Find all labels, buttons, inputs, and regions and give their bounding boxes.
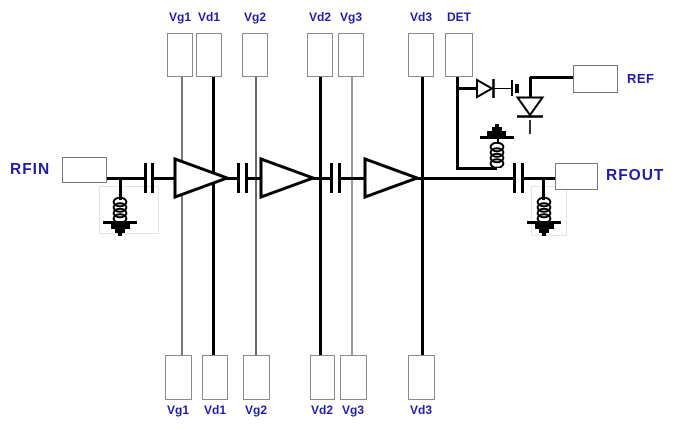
shunt-diode-ground-wire	[529, 120, 531, 134]
rfout-shunt-wire	[542, 178, 545, 200]
rfout-label: RFOUT	[606, 167, 665, 184]
shunt-diode-ground-icon	[519, 134, 541, 136]
top-pad-label-vg2: Vg2	[243, 10, 267, 24]
bottom-pad-vg3	[340, 355, 367, 400]
bottom-pad-label-vg2: Vg2	[244, 403, 268, 417]
ref-port-box	[573, 65, 618, 93]
bottom-pad-label-vd2: Vd2	[310, 403, 334, 417]
det-vertical-wire	[456, 77, 459, 169]
det-choke-ground-stub	[496, 139, 499, 144]
top-pad-vd3	[408, 33, 434, 77]
det-diode-branch-wire	[458, 86, 477, 90]
cap3-series-capacitor-icon	[330, 163, 333, 193]
ref-horizontal-wire	[530, 75, 574, 79]
bottom-pad-vd3	[408, 355, 435, 400]
rf-wire-seg6	[341, 176, 365, 180]
det-choke-ground-icon	[480, 124, 514, 139]
top-pad-label-vd1: Vd1	[197, 10, 221, 24]
det-diode-rf-ground-icon	[511, 80, 513, 96]
top-pad-label-vd2: Vd2	[308, 10, 332, 24]
cap2-series-capacitor-icon	[245, 163, 248, 193]
vg3-bias-line	[351, 77, 353, 355]
rf-wire-seg5	[312, 176, 330, 180]
cap3-series-capacitor-icon	[338, 163, 341, 193]
rf-wire-seg3	[226, 176, 237, 180]
rf-wire-seg4	[248, 176, 262, 180]
rfout-ground-icon	[527, 221, 561, 236]
bottom-pad-vg2	[243, 355, 270, 400]
rf-wire-seg8	[524, 176, 556, 180]
shunt-diode-ground-icon	[527, 141, 534, 143]
top-pad-label-vd3: Vd3	[409, 10, 433, 24]
amplifier-stage2-icon	[259, 157, 315, 199]
cap1-series-capacitor-icon	[151, 163, 154, 193]
faint-outline-input-shunt	[99, 186, 159, 234]
det-diode-rf-ground-icon	[515, 83, 519, 93]
top-pad-vd1	[196, 33, 222, 77]
rfout-shunt-inductor-icon	[536, 197, 552, 223]
vd3-bias-line	[420, 77, 424, 355]
rfout-port-box	[555, 163, 598, 190]
bottom-pad-vd1	[202, 355, 228, 400]
bottom-pad-label-vd1: Vd1	[203, 403, 227, 417]
ref-vertical-wire	[528, 77, 532, 98]
rfin-port-box	[62, 157, 107, 183]
top-pad-vg1	[167, 33, 193, 77]
top-pad-label-vg3: Vg3	[339, 10, 363, 24]
det-diode-output-wire	[494, 87, 511, 90]
top-pad-label-det: DET	[447, 10, 471, 24]
ref-label: REF	[627, 71, 655, 86]
rf-wire-seg7	[416, 176, 513, 180]
bottom-pad-vg1	[165, 355, 192, 400]
ref-shunt-diode-icon	[515, 96, 545, 118]
amplifier-stage3-icon	[363, 157, 419, 199]
top-pad-vg3	[338, 33, 364, 77]
rfin-label: RFIN	[10, 161, 51, 178]
top-pad-vd2	[307, 33, 333, 77]
rf-wire-seg1	[107, 176, 144, 180]
bottom-pad-label-vg1: Vg1	[166, 403, 190, 417]
top-pad-label-vg1: Vg1	[168, 10, 192, 24]
vd2-bias-line	[318, 77, 322, 355]
top-pad-det	[445, 33, 473, 77]
vd1-bias-line	[211, 77, 215, 355]
shunt-diode-ground-icon	[524, 138, 537, 140]
vg2-bias-line	[255, 77, 257, 355]
cap4-series-capacitor-icon	[513, 163, 516, 193]
rfin-ground-icon	[103, 221, 137, 236]
rfin-shunt-inductor-icon	[112, 197, 128, 223]
bottom-pad-label-vg3: Vg3	[341, 403, 365, 417]
bottom-pad-vd2	[310, 355, 335, 400]
cap4-series-capacitor-icon	[521, 163, 524, 193]
top-pad-vg2	[242, 33, 268, 77]
bottom-pad-label-vd3: Vd3	[409, 403, 433, 417]
det-choke-inductor-icon	[489, 142, 505, 168]
det-series-diode-icon	[476, 78, 495, 99]
rfin-shunt-wire	[118, 178, 122, 200]
faint-outline-output-shunt	[531, 186, 567, 236]
amplifier-stage1-icon	[173, 157, 229, 199]
cap2-series-capacitor-icon	[237, 163, 240, 193]
cap1-series-capacitor-icon	[144, 163, 147, 193]
vg1-bias-line	[181, 77, 183, 355]
det-horizontal-wire	[456, 166, 497, 170]
rf-wire-seg2	[154, 176, 176, 180]
